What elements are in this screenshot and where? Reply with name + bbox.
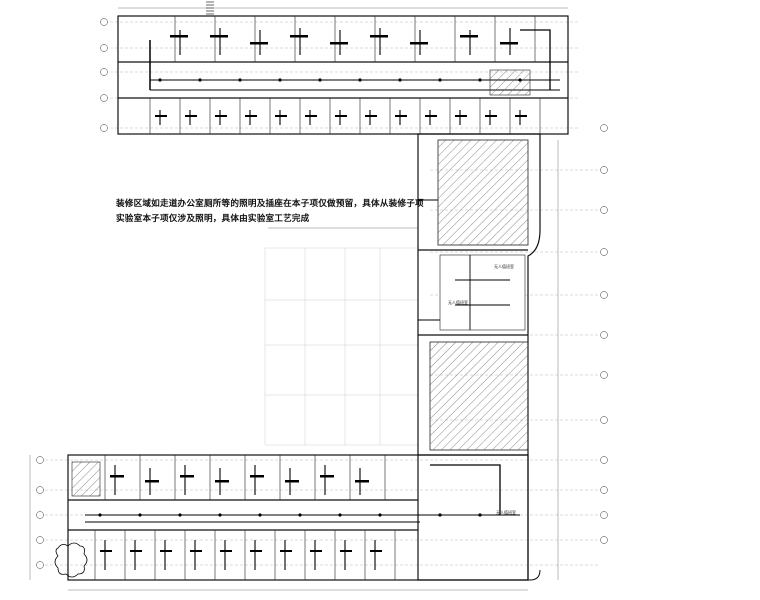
bottom-wing-fixtures	[98, 475, 482, 552]
top-wing-rooms	[149, 16, 541, 134]
bottom-stair	[71, 461, 101, 497]
bottom-wing-rooms	[94, 455, 396, 580]
bottom-right-corner	[418, 569, 541, 581]
courtyard-grid	[264, 247, 418, 446]
lab-zone-upper	[437, 139, 529, 246]
bottom-wing-outline	[67, 454, 529, 581]
room-tag-duty-3: 无人值班室	[496, 510, 516, 515]
drawing-note-line-1: 装修区域如走道办公室厕所等的照明及插座在本子项仅做预留，具体从装修子项	[116, 198, 424, 208]
revision-cloud	[54, 542, 88, 578]
room-tag-duty-2: 无人值班室	[448, 300, 468, 305]
bottom-wing-wiring	[85, 464, 520, 570]
top-wing-outline	[117, 15, 569, 135]
axis-bubbles	[36, 18, 608, 569]
right-wing-wiring	[418, 199, 510, 330]
lab-zone-lower	[429, 341, 529, 451]
duty-room	[439, 254, 526, 331]
dimension-lines	[29, 7, 568, 591]
room-tag-duty-1: 无人值班室	[494, 264, 514, 269]
top-wing-fixtures	[155, 35, 527, 117]
top-stair	[489, 69, 531, 96]
drawing-note-line-2: 实验室本子项仅涉及照明，具体由实验室工艺完成	[116, 213, 310, 223]
